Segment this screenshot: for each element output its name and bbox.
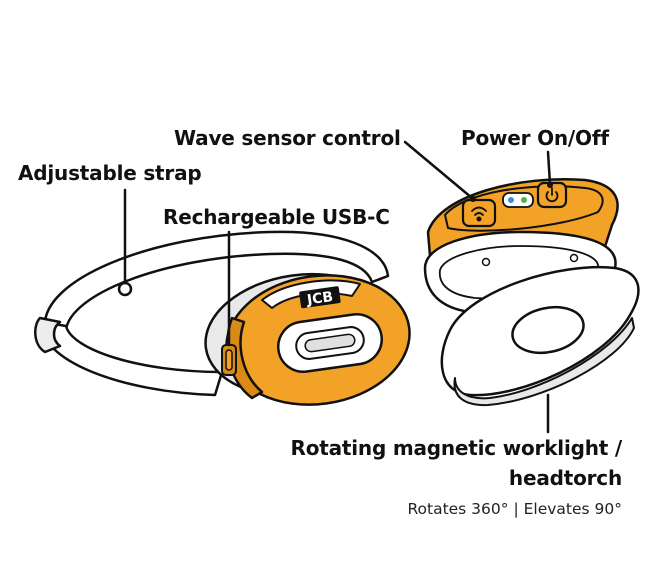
- mount-plate-hole: [511, 305, 585, 355]
- strap-callout-dot: [117, 281, 133, 297]
- torch-led: [304, 333, 356, 353]
- callout-wave-end: [470, 196, 476, 202]
- wave-sensor-icon: [471, 206, 487, 222]
- magnetic-mount-plate: [440, 265, 640, 407]
- label-rotating-line1: Rotating magnetic worklight /: [290, 436, 623, 460]
- label-spec: Rotates 360° | Elevates 90°: [407, 500, 622, 518]
- label-adjustable-strap: Adjustable strap: [18, 161, 202, 185]
- headtorch-main: [204, 272, 411, 406]
- indicator-lights: [502, 192, 534, 208]
- adjustable-strap: [34, 230, 390, 397]
- label-power: Power On/Off: [461, 126, 609, 150]
- callout-power-end: [547, 182, 553, 188]
- callout-wave: [403, 140, 474, 200]
- jcb-logo-text: JCB: [305, 289, 334, 309]
- power-icon: [545, 187, 559, 203]
- label-rotating-line2: headtorch: [508, 466, 622, 490]
- jcb-logo: JCB: [299, 286, 341, 309]
- label-wave-sensor: Wave sensor control: [174, 126, 401, 150]
- callout-lines: [123, 140, 552, 434]
- label-usb: Rechargeable USB-C: [163, 205, 390, 229]
- callout-power: [546, 150, 552, 186]
